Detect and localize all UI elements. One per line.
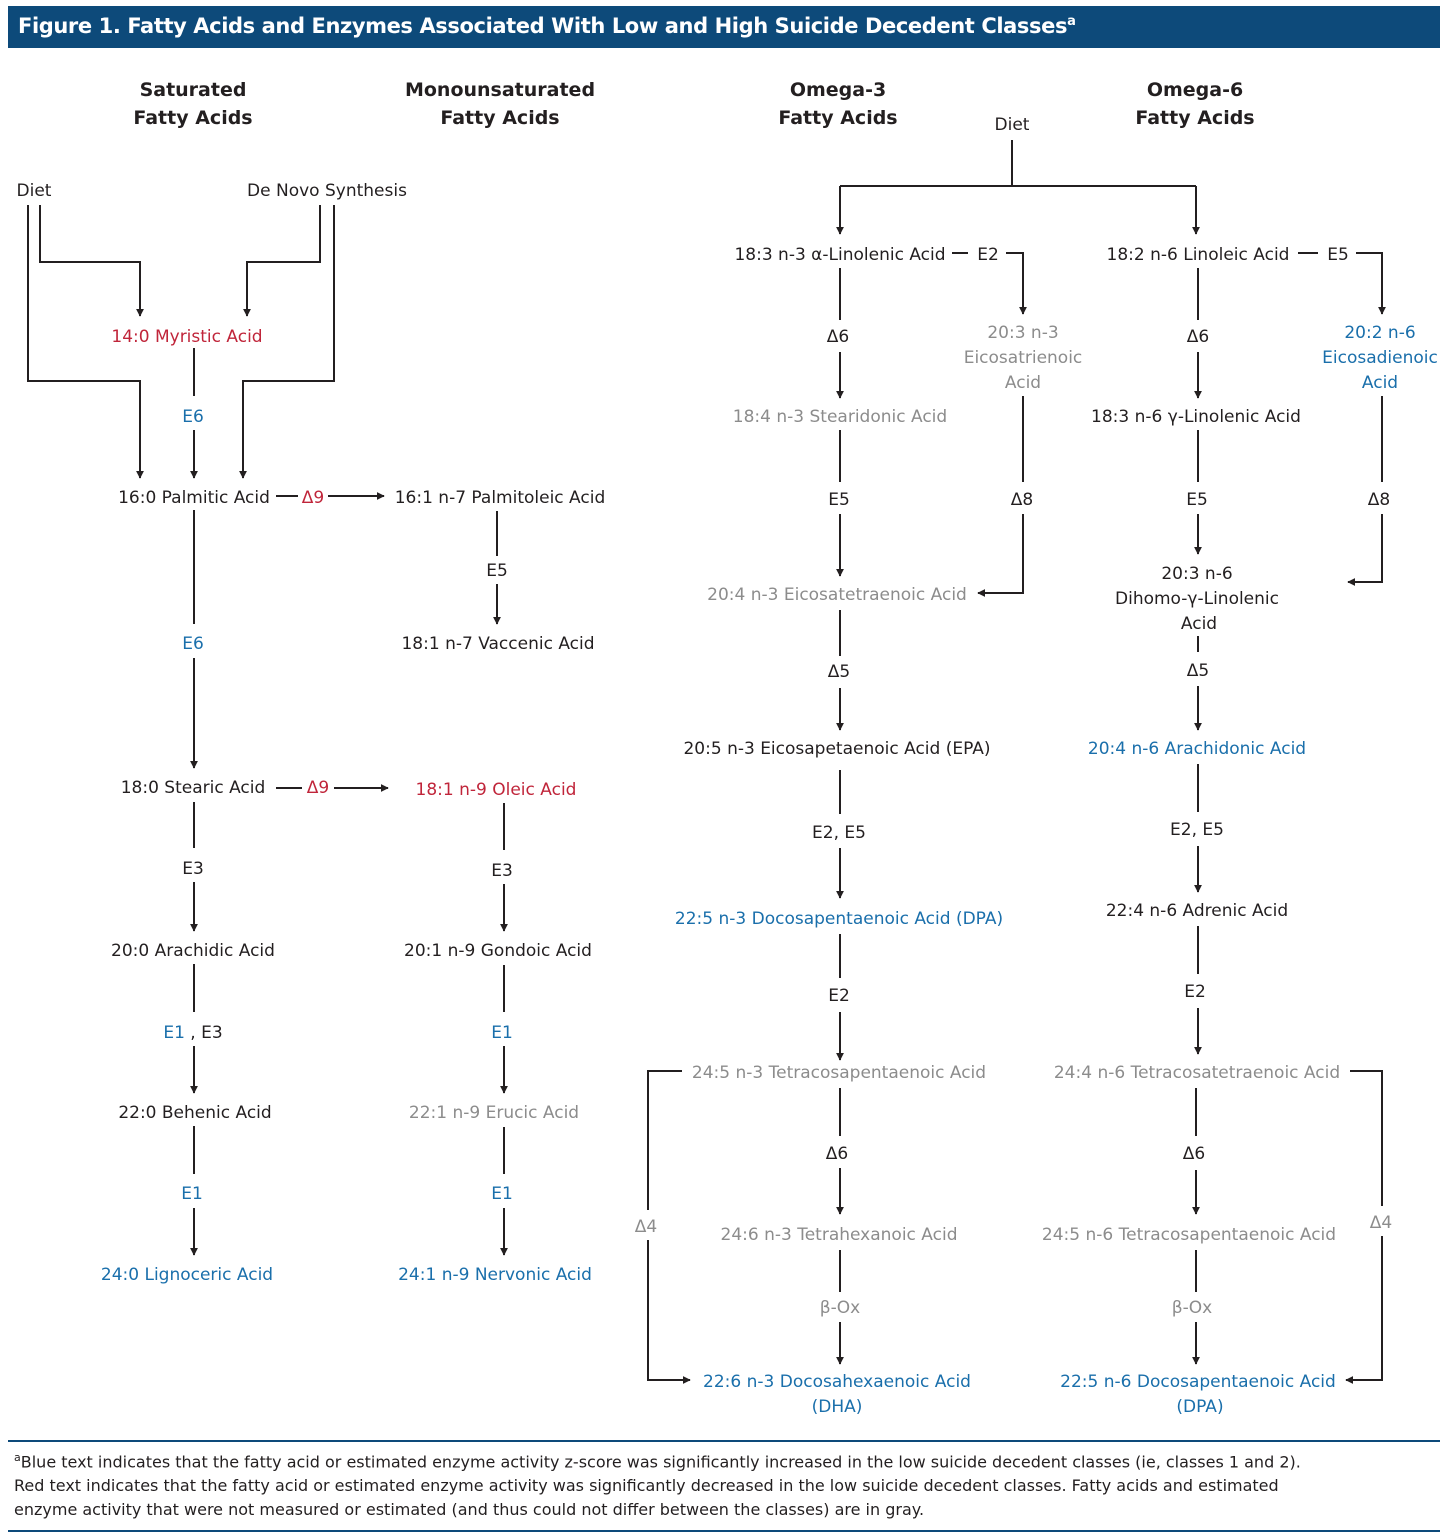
node-arachidic-acid: 20:0 Arachidic Acid (111, 941, 275, 961)
node-dha-line2: (DHA) (812, 1397, 863, 1417)
enzyme-d6-omega6-late: Δ6 (1183, 1144, 1205, 1164)
node-alpha-linolenic-acid: 18:3 n-3 α-Linolenic Acid (734, 245, 945, 265)
node-eicosatrienoic-line2: Eicosatrienoic (964, 348, 1083, 368)
footnote-line-1-text: Blue text indicates that the fatty acid … (20, 1452, 1301, 1472)
footnote-marker: a (14, 1451, 21, 1464)
enzyme-arachidic-to-behenic: E1 , E3 (163, 1023, 222, 1043)
node-stearidonic-acid: 18:4 n-3 Stearidonic Acid (733, 407, 947, 427)
node-stearic-acid: 18:0 Stearic Acid (121, 778, 266, 798)
omega3-connectors (647, 140, 1200, 1384)
enzyme-e6-myristic-to-palmitic: E6 (182, 407, 204, 427)
enzyme-d5-eta-to-epa: Δ5 (828, 662, 850, 682)
header-omega3-line2: Fatty Acids (778, 107, 897, 129)
node-gamma-linolenic-acid: 18:3 n-6 γ-Linolenic Acid (1091, 407, 1301, 427)
node-tetracosatetraenoic-acid: 24:4 n-6 Tetracosatetraenoic Acid (1054, 1063, 1340, 1083)
node-vaccenic-acid: 18:1 n-7 Vaccenic Acid (401, 634, 594, 654)
node-dha-line1: 22:6 n-3 Docosahexaenoic Acid (703, 1372, 971, 1392)
monounsaturated-connectors (493, 511, 508, 1256)
node-linoleic-acid: 18:2 n-6 Linoleic Acid (1107, 245, 1290, 265)
header-omega3-line1: Omega-3 (790, 79, 886, 101)
figure-footnote: aBlue text indicates that the fatty acid… (8, 1440, 1440, 1532)
node-omega6-dpa-line2: (DPA) (1176, 1397, 1223, 1417)
enzyme-d8-omega3: Δ8 (1011, 490, 1033, 510)
node-nervonic-acid: 24:1 n-9 Nervonic Acid (398, 1265, 592, 1285)
enzyme-e1-erucic-to-nervonic: E1 (491, 1184, 513, 1204)
enzyme-beta-ox-omega6: β-Ox (1172, 1298, 1212, 1318)
node-eicosadienoic-line2: Eicosadienoic (1322, 348, 1438, 368)
enzyme-separator: , (185, 1023, 201, 1043)
header-omega6-line2: Fatty Acids (1135, 107, 1254, 129)
node-arachidonic-acid: 20:4 n-6 Arachidonic Acid (1088, 739, 1306, 759)
node-oleic-acid: 18:1 n-9 Oleic Acid (416, 780, 577, 800)
node-epa: 20:5 n-3 Eicosapetaenoic Acid (EPA) (683, 739, 990, 759)
enzyme-d8-omega6: Δ8 (1368, 490, 1390, 510)
node-eicosatrienoic-line3: Acid (1005, 373, 1041, 393)
saturated-connectors (27, 205, 389, 1256)
enzyme-d6-omega3-late: Δ6 (826, 1144, 848, 1164)
omega6-connectors (1192, 252, 1386, 1384)
node-lignoceric-acid: 24:0 Lignoceric Acid (101, 1265, 273, 1285)
enzyme-e5-linoleic: E5 (1327, 245, 1349, 265)
enzyme-beta-ox-omega3: β-Ox (820, 1298, 860, 1318)
footnote-text: aBlue text indicates that the fatty acid… (14, 1446, 1446, 1522)
enzyme-e2-e5-epa-to-dpa: E2, E5 (812, 823, 866, 843)
enzyme-d9-stearic: Δ9 (307, 778, 329, 798)
enzyme-e2-dpa-to-tpa: E2 (828, 986, 850, 1006)
enzyme-e5-palmitoleic-to-vaccenic: E5 (486, 561, 508, 581)
enzyme-d5-dgla-to-aa: Δ5 (1187, 661, 1209, 681)
header-saturated-line2: Fatty Acids (133, 107, 252, 129)
node-palmitic-acid: 16:0 Palmitic Acid (118, 488, 270, 508)
enzyme-e1-arachidic-to-behenic: E1 (163, 1023, 185, 1043)
source-diet-right: Diet (995, 115, 1030, 135)
node-adrenic-acid: 22:4 n-6 Adrenic Acid (1106, 901, 1288, 921)
enzyme-d6-la-to-gla: Δ6 (1187, 327, 1209, 347)
enzyme-e3-stearic-to-arachidic: E3 (182, 859, 204, 879)
footnote-line-1: aBlue text indicates that the fatty acid… (14, 1446, 1446, 1474)
header-monounsaturated-line2: Fatty Acids (440, 107, 559, 129)
node-behenic-acid: 22:0 Behenic Acid (118, 1103, 271, 1123)
node-eicosatrienoic-line1: 20:3 n-3 (987, 323, 1058, 343)
fatty-acid-pathway-diagram: Saturated Fatty Acids Monounsaturated Fa… (17, 79, 1438, 1417)
enzyme-e1-behenic-to-lignoceric: E1 (181, 1184, 203, 1204)
enzyme-e6-palmitic-to-stearic: E6 (182, 634, 204, 654)
title-footnote-marker: a (1067, 14, 1076, 29)
enzyme-e5-gla-to-dgla: E5 (1186, 490, 1208, 510)
node-dgla-line2: Dihomo-γ-Linolenic (1115, 589, 1279, 609)
footnote-line-2: Red text indicates that the fatty acid o… (14, 1476, 1279, 1496)
node-erucic-acid: 22:1 n-9 Erucic Acid (409, 1103, 579, 1123)
node-omega6-dpa-line1: 22:5 n-6 Docosapentaenoic Acid (1060, 1372, 1336, 1392)
footnote-line-3: enzyme activity that were not measured o… (14, 1500, 925, 1520)
header-saturated-line1: Saturated (140, 79, 247, 101)
figure-title-bar: Figure 1. Fatty Acids and Enzymes Associ… (8, 6, 1440, 48)
node-eicosatetraenoic-acid: 20:4 n-3 Eicosatetraenoic Acid (707, 585, 967, 605)
source-de-novo-synthesis: De Novo Synthesis (247, 181, 407, 201)
enzyme-e2-e5-aa-to-adrenic: E2, E5 (1170, 820, 1224, 840)
enzyme-e2-adrenic-to-tta: E2 (1184, 982, 1206, 1002)
node-omega6-tetracosapentaenoic-acid: 24:5 n-6 Tetracosapentaenoic Acid (1042, 1225, 1336, 1245)
enzyme-e5-sda-to-eta: E5 (828, 490, 850, 510)
enzyme-e1-gondoic-to-erucic: E1 (491, 1023, 513, 1043)
node-dgla-line3: Acid (1181, 614, 1217, 634)
enzyme-e3-oleic-to-gondoic: E3 (491, 861, 513, 881)
node-eicosadienoic-line1: 20:2 n-6 (1344, 323, 1415, 343)
enzyme-e3-arachidic-to-behenic: E3 (201, 1023, 223, 1043)
enzyme-d9-palmitic: Δ9 (302, 488, 324, 508)
node-eicosadienoic-line3: Acid (1362, 373, 1398, 393)
header-omega6-line1: Omega-6 (1147, 79, 1243, 101)
node-gondoic-acid: 20:1 n-9 Gondoic Acid (404, 941, 592, 961)
header-monounsaturated-line1: Monounsaturated (405, 79, 595, 101)
source-diet-left: Diet (17, 181, 52, 201)
figure-title-text: Figure 1. Fatty Acids and Enzymes Associ… (18, 14, 1068, 38)
node-dgla-line1: 20:3 n-6 (1161, 564, 1232, 584)
enzyme-d4-omega6: Δ4 (1370, 1213, 1392, 1233)
enzyme-e2-ala: E2 (977, 245, 999, 265)
node-palmitoleic-acid: 16:1 n-7 Palmitoleic Acid (395, 488, 606, 508)
enzyme-d6-ala-to-sda: Δ6 (827, 327, 849, 347)
node-omega3-dpa: 22:5 n-3 Docosapentaenoic Acid (DPA) (675, 909, 1003, 929)
enzyme-d4-omega3: Δ4 (635, 1217, 657, 1237)
figure-title: Figure 1. Fatty Acids and Enzymes Associ… (18, 14, 1076, 38)
node-omega3-tetracosapentaenoic-acid: 24:5 n-3 Tetracosapentaenoic Acid (692, 1063, 986, 1083)
node-myristic-acid: 14:0 Myristic Acid (111, 327, 262, 347)
node-tetrahexanoic-acid: 24:6 n-3 Tetrahexanoic Acid (721, 1225, 958, 1245)
